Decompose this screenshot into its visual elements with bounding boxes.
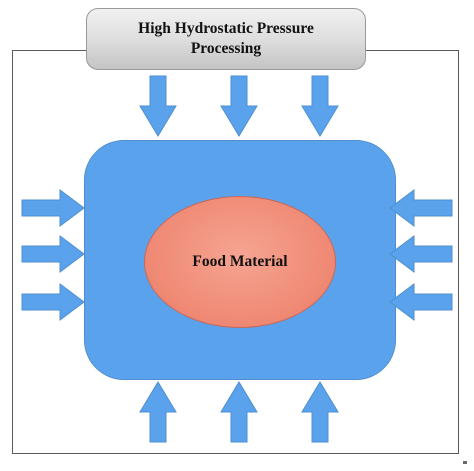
arrow-down-left: [139, 75, 177, 137]
arrow-right-middle: [21, 235, 85, 273]
title-line-2: Processing: [190, 40, 262, 57]
arrow-left-middle: [389, 235, 453, 273]
title-line-1: High Hydrostatic Pressure: [138, 20, 314, 37]
arrow-left-bottom: [389, 283, 453, 321]
arrow-up-left: [139, 381, 177, 443]
arrow-down-center: [220, 75, 258, 137]
arrow-up-right: [301, 381, 339, 443]
food-material-label: Food Material: [192, 253, 288, 270]
arrow-up-center: [220, 381, 258, 443]
pressure-chamber: [84, 140, 396, 380]
arrow-right-bottom: [21, 283, 85, 321]
process-title-box: High Hydrostatic Pressure Processing: [86, 8, 366, 70]
arrow-left-top: [389, 189, 453, 227]
arrow-right-top: [21, 189, 85, 227]
arrow-down-right: [301, 75, 339, 137]
corner-mark: [463, 461, 467, 464]
food-material-ellipse: Food Material: [144, 196, 336, 328]
